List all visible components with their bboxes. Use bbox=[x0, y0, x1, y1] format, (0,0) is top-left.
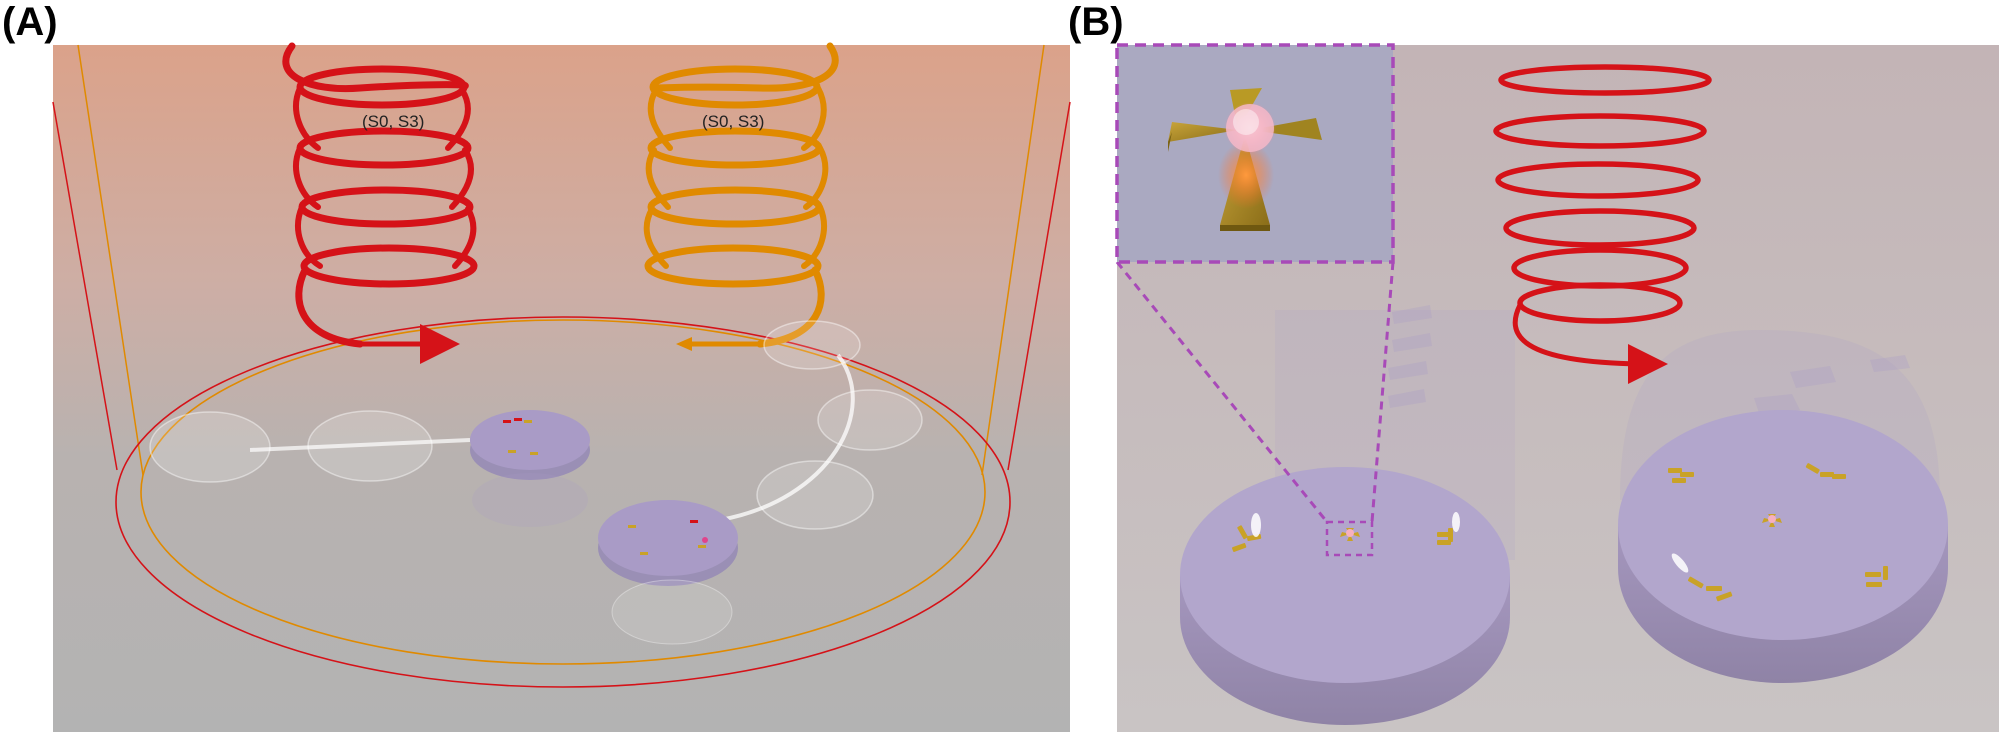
cone-edge-left-orange bbox=[77, 44, 144, 476]
orange-helix-arrow-icon bbox=[676, 337, 692, 351]
sample-disk-left bbox=[1180, 467, 1510, 725]
right-beam-label: (S0, S3) bbox=[702, 112, 764, 131]
trajectory-left bbox=[249, 438, 471, 452]
panel-b-label: (B) bbox=[1068, 0, 1124, 44]
trajectory-right bbox=[719, 353, 855, 522]
cross-nanoantenna-large-icon bbox=[1168, 88, 1322, 231]
panel-a: (S0, S3) (S0, S3) bbox=[52, 42, 1071, 732]
panel-b bbox=[1115, 43, 1999, 732]
zoom-selection-box bbox=[1325, 520, 1374, 557]
rotor-disk-upper-shadow bbox=[472, 473, 588, 527]
rotor-disk-lower-ghost bbox=[611, 579, 733, 645]
cone-base-red bbox=[115, 316, 1011, 688]
panel-a-label: (A) bbox=[2, 0, 58, 44]
cone-edge-right-red bbox=[1007, 101, 1071, 471]
red-helix-icon bbox=[282, 42, 478, 348]
zoom-inset bbox=[1115, 43, 1395, 264]
zoom-connector-right bbox=[1370, 261, 1395, 523]
cross-nanoantenna-small-right-icon bbox=[1762, 514, 1782, 527]
cone-base-orange bbox=[140, 319, 986, 665]
orange-helix-icon bbox=[643, 42, 839, 348]
cone-edge-left-red bbox=[52, 101, 118, 471]
rotor-disk-lower bbox=[598, 500, 738, 586]
panel-b-helix-icon bbox=[1493, 64, 1712, 367]
rotor-disk-upper bbox=[470, 410, 590, 480]
left-beam-label: (S0, S3) bbox=[362, 112, 424, 131]
cross-nanoantenna-small-icon bbox=[1340, 528, 1360, 541]
sample-disk-right bbox=[1618, 410, 1948, 683]
cone-edge-right-orange bbox=[981, 44, 1045, 476]
